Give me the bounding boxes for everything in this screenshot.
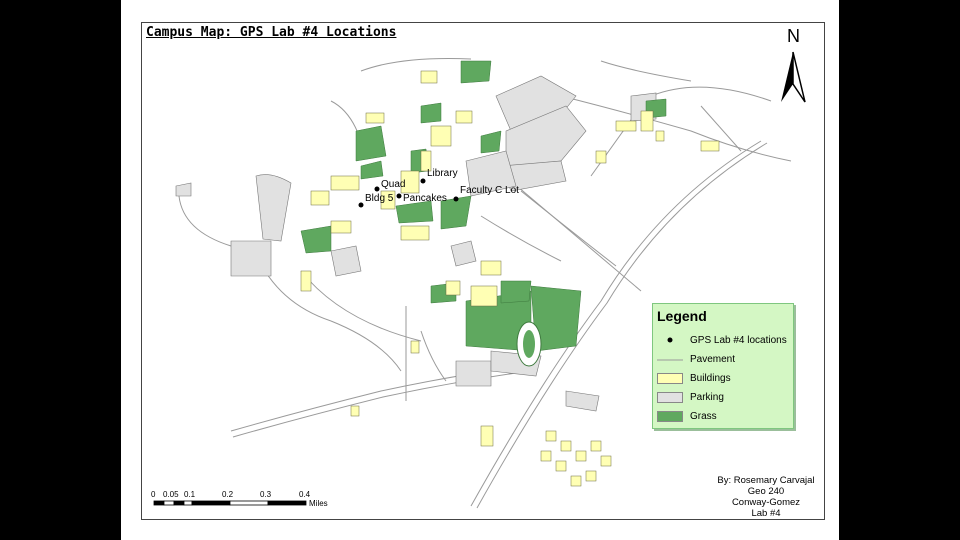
north-arrow-left-half bbox=[781, 52, 793, 102]
gps-points-layer: Library Quad Bldg 5 Pancakes Faculty C L… bbox=[358, 168, 519, 208]
scale-tick-0-05: 0.05 bbox=[163, 490, 179, 499]
legend-parking-swatch bbox=[657, 392, 683, 403]
label-bldg-5: Bldg 5 bbox=[365, 193, 394, 204]
scale-tick-0-2: 0.2 bbox=[222, 490, 234, 499]
gps-point-bldg-5 bbox=[358, 202, 364, 208]
north-arrow-right-half bbox=[792, 51, 806, 103]
label-faculty-c-lot: Faculty C Lot bbox=[460, 185, 519, 196]
legend-label-gps: GPS Lab #4 locations bbox=[690, 335, 787, 346]
scale-bar-segments bbox=[153, 500, 307, 506]
scale-tick-0-4: 0.4 bbox=[299, 490, 311, 499]
legend: Legend GPS Lab #4 locations Pavement Bui… bbox=[652, 303, 794, 429]
map-frame: Library Quad Bldg 5 Pancakes Faculty C L… bbox=[141, 22, 825, 520]
credit-lab: Lab #4 bbox=[751, 508, 781, 519]
gps-point-quad bbox=[374, 186, 380, 192]
gps-point-pancakes bbox=[396, 193, 402, 199]
scale-unit: Miles bbox=[309, 499, 328, 508]
grass-layer bbox=[300, 60, 667, 352]
legend-label-grass: Grass bbox=[690, 411, 717, 422]
campus-map: Library Quad Bldg 5 Pancakes Faculty C L… bbox=[175, 58, 792, 509]
label-library: Library bbox=[427, 168, 458, 179]
credit-author: By: Rosemary Carvajal bbox=[717, 475, 815, 486]
gps-point-faculty-c-lot bbox=[453, 196, 459, 202]
legend-title: Legend bbox=[657, 308, 707, 324]
author-credit: By: Rosemary Carvajal Geo 240 Conway-Gom… bbox=[712, 475, 820, 519]
legend-line-symbol bbox=[657, 359, 683, 361]
map-title: Campus Map: GPS Lab #4 Locations bbox=[146, 25, 397, 40]
scale-tick-0: 0 bbox=[151, 490, 156, 499]
scale-tick-0-1: 0.1 bbox=[184, 490, 196, 499]
legend-grass-swatch bbox=[657, 411, 683, 422]
legend-building-swatch bbox=[657, 373, 683, 384]
legend-point-symbol bbox=[667, 337, 673, 343]
gps-point-library bbox=[420, 178, 426, 184]
track-oval bbox=[516, 321, 542, 367]
credit-course: Geo 240 bbox=[747, 486, 785, 497]
legend-label-buildings: Buildings bbox=[690, 373, 731, 384]
label-pancakes: Pancakes bbox=[403, 193, 447, 204]
legend-label-pavement: Pavement bbox=[690, 354, 736, 365]
label-quad: Quad bbox=[381, 179, 405, 190]
north-label: N bbox=[787, 26, 800, 46]
legend-label-parking: Parking bbox=[690, 392, 724, 403]
scale-tick-0-3: 0.3 bbox=[260, 490, 272, 499]
buildings-layer bbox=[300, 70, 720, 487]
parking-layer bbox=[175, 75, 657, 412]
credit-instructor: Conway-Gomez bbox=[731, 497, 801, 508]
